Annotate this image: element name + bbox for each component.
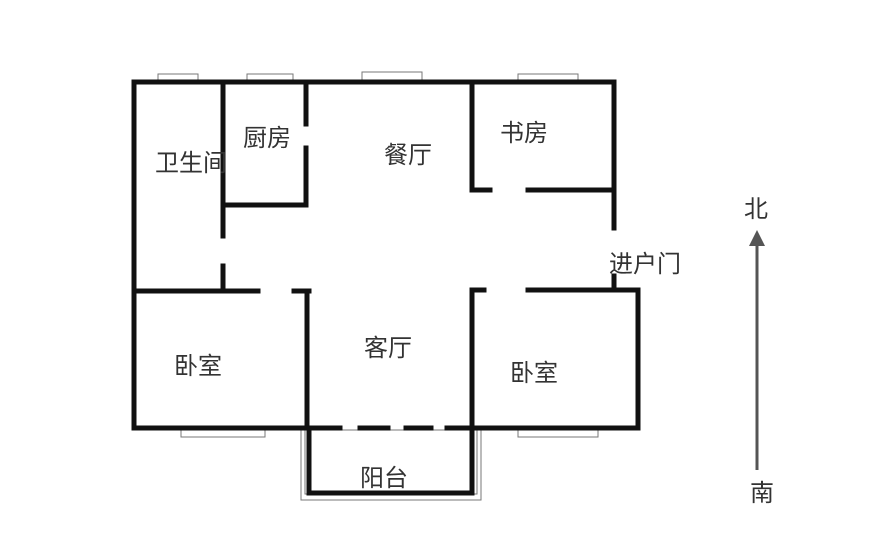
compass-south: 南 [750,479,774,507]
compass-north: 北 [744,195,768,223]
label-dining: 餐厅 [384,141,432,169]
label-bedroom-right: 卧室 [510,359,558,387]
label-entrance: 进户门 [609,250,681,278]
walls [131,79,641,496]
label-kitchen: 厨房 [243,124,291,152]
label-bathroom: 卫生间 [155,149,227,177]
compass-arrow-head-icon [749,230,765,246]
label-living: 客厅 [364,334,412,362]
windows [157,71,599,501]
label-bedroom-left: 卧室 [174,352,222,380]
label-study: 书房 [500,119,548,147]
label-balcony: 阳台 [360,464,408,492]
compass: 北 南 [744,195,774,507]
room-labels: 卫生间 厨房 餐厅 书房 进户门 卧室 客厅 卧室 阳台 [155,119,681,492]
window-balcony-inner [304,429,478,495]
